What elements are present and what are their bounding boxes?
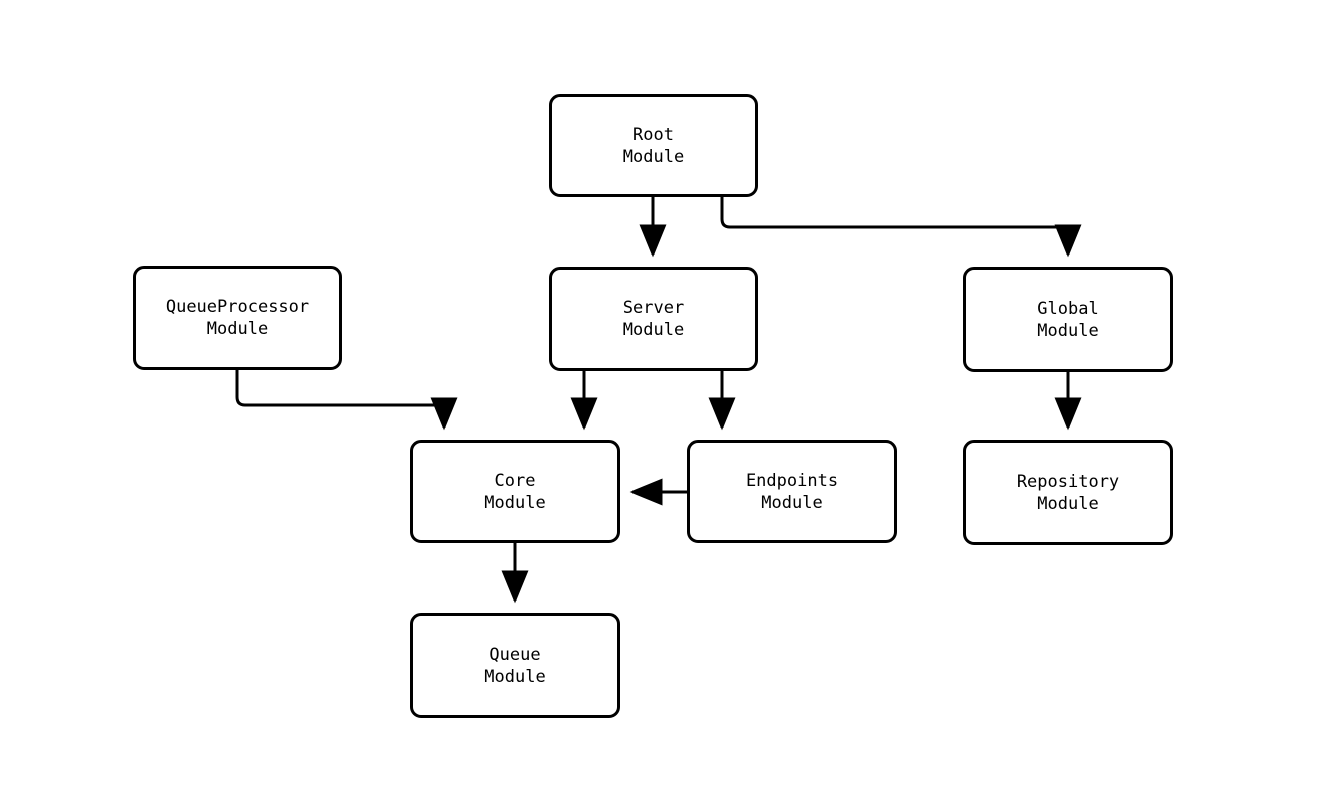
node-label-queueprocessor: QueueProcessor Module [165, 297, 310, 339]
node-queue[interactable]: Queue Module [410, 613, 620, 718]
node-label-endpoints: Endpoints Module [745, 470, 839, 513]
node-label-core: Core Module [484, 470, 546, 513]
node-core[interactable]: Core Module [410, 440, 620, 543]
node-server[interactable]: Server Module [549, 267, 758, 371]
node-root[interactable]: Root Module [549, 94, 758, 197]
node-label-repository: Repository Module [1016, 471, 1120, 514]
edge-root-to-global [720, 197, 1082, 258]
node-label-root: Root Module [622, 124, 685, 167]
node-label-queue: Queue Module [484, 644, 546, 687]
node-queueprocessor[interactable]: QueueProcessor Module [133, 266, 342, 370]
node-label-server: Server Module [622, 298, 685, 340]
node-repository[interactable]: Repository Module [963, 440, 1173, 545]
node-global[interactable]: Global Module [963, 267, 1173, 372]
node-endpoints[interactable]: Endpoints Module [687, 440, 897, 543]
node-label-global: Global Module [1037, 298, 1099, 341]
edge-queueprocessor-to-core [235, 370, 458, 431]
